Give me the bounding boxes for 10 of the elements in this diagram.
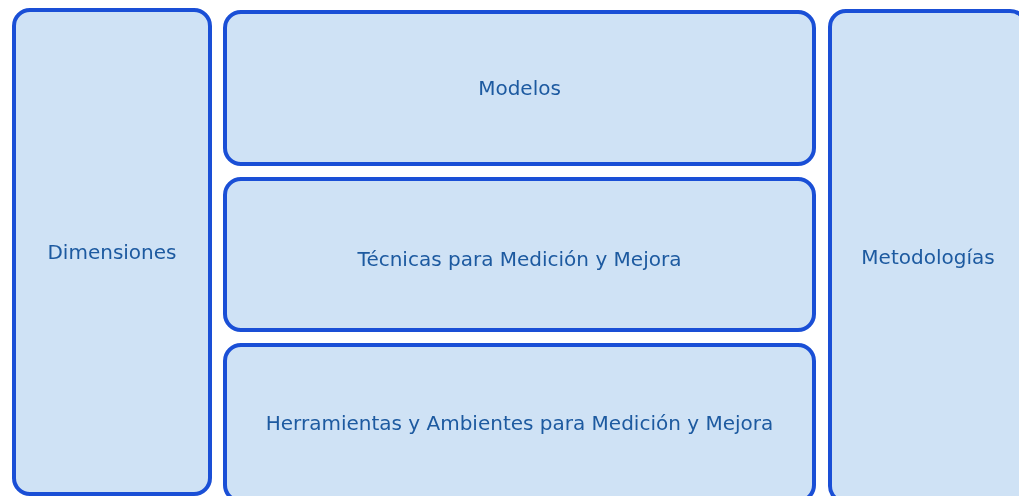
box-label: Modelos bbox=[478, 76, 561, 100]
rounded-box bbox=[12, 8, 212, 496]
rounded-box bbox=[828, 9, 1019, 496]
rounded-box bbox=[223, 10, 816, 166]
box-label: Dimensiones bbox=[47, 240, 177, 264]
rounded-box bbox=[223, 177, 816, 332]
box-label: Metodologías bbox=[861, 244, 995, 269]
rounded-box bbox=[223, 343, 816, 496]
box-label: Técnicas para Medición y Mejora bbox=[357, 246, 682, 271]
box-label: Herramientas y Ambientes para Medición y Mejora bbox=[265, 411, 774, 435]
